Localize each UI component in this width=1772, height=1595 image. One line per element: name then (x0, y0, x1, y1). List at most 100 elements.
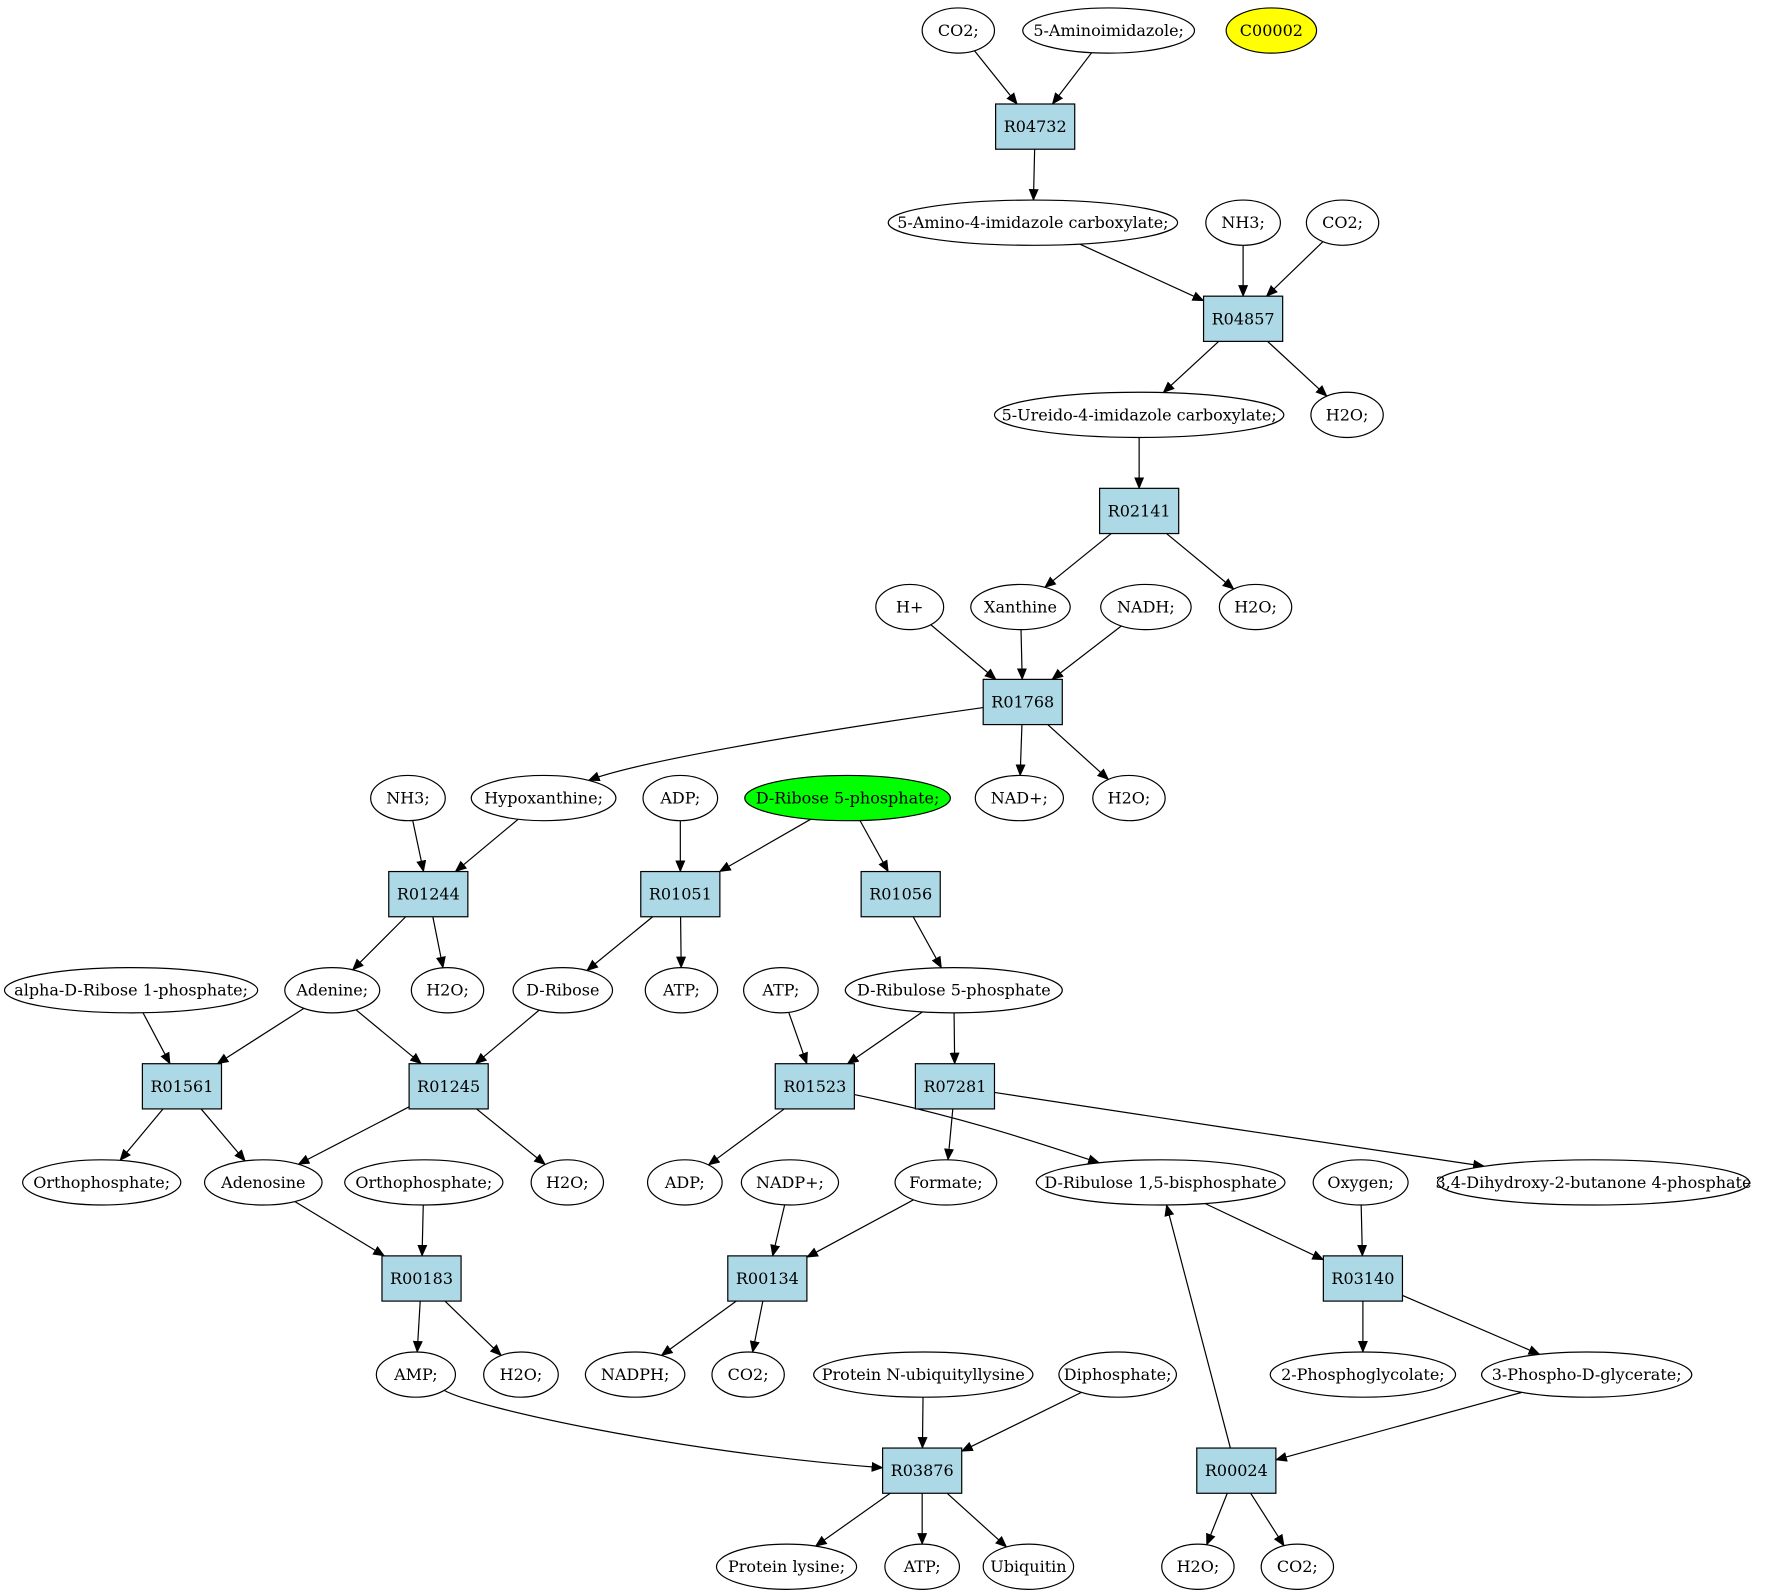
compound-ellipse (284, 967, 381, 1014)
reaction-node-R01245[interactable]: R01245 (408, 1063, 489, 1110)
reaction-node-R04857[interactable]: R04857 (1202, 295, 1284, 342)
compound-node-atp_a[interactable]: ATP; (644, 967, 719, 1014)
compound-node-h2o_b[interactable]: H2O; (1218, 583, 1293, 631)
node-label: NADP+; (756, 1173, 824, 1192)
compound-node-oxygen[interactable]: Oxygen; (1312, 1159, 1409, 1206)
compound-node-h2o_f[interactable]: H2O; (483, 1351, 559, 1398)
compound-ellipse (1218, 583, 1293, 631)
edge-R01561-to-ortho_a (119, 1108, 164, 1162)
node-label: Xanthine (984, 598, 1057, 617)
reaction-box (388, 870, 469, 918)
reaction-node-R00024[interactable]: R00024 (1196, 1447, 1277, 1494)
compound-node-h2o_e[interactable]: H2O; (530, 1159, 605, 1206)
compound-node-dhbp[interactable]: 3,4-Dihydroxy-2-butanone 4-phosphate (1435, 1159, 1751, 1206)
compound-node-h2o_c[interactable]: H2O; (1092, 774, 1166, 822)
edge-adenine-to-R01245 (355, 1009, 423, 1065)
compound-ellipse (844, 967, 1063, 1014)
compound-node-co2_top[interactable]: CO2; (921, 7, 996, 54)
node-label: C00002 (1240, 21, 1303, 40)
compound-node-nadh[interactable]: NADH; (1100, 583, 1192, 631)
reaction-node-R01561[interactable]: R01561 (141, 1063, 223, 1110)
node-label: NADH; (1117, 598, 1175, 617)
compound-node-hplus[interactable]: H+ (875, 583, 945, 631)
node-label: R03140 (1331, 1269, 1394, 1288)
reaction-node-R03876[interactable]: R03876 (882, 1447, 963, 1494)
compound-node-nadph[interactable]: NADPH; (584, 1351, 686, 1398)
reaction-node-R01056[interactable]: R01056 (860, 870, 941, 918)
compound-node-formate[interactable]: Formate; (894, 1159, 998, 1206)
compound-node-adenosine[interactable]: Adenosine (203, 1159, 323, 1206)
compound-node-c00002[interactable]: C00002 (1225, 7, 1318, 54)
compound-node-drubp[interactable]: D-Ribulose 1,5-bisphosphate (1035, 1159, 1286, 1206)
node-label: Adenosine (220, 1173, 305, 1192)
edge-nadh-to-R01768 (1051, 625, 1122, 680)
compound-node-pglycer[interactable]: 3-Phospho-D-glycerate; (1480, 1351, 1693, 1398)
compound-node-adp_b[interactable]: ADP; (646, 1159, 723, 1206)
compound-node-adr1p[interactable]: alpha-D-Ribose 1-phosphate; (3, 967, 259, 1014)
edge-adr1p-to-R01561 (142, 1012, 171, 1065)
edge-oxygen-to-R03140 (1357, 1204, 1368, 1257)
compound-node-nh3_b[interactable]: NH3; (370, 774, 446, 822)
edge-amp-to-R03876 (443, 1389, 884, 1472)
compound-node-plys[interactable]: Protein lysine; (715, 1543, 858, 1590)
node-label: R01768 (991, 692, 1054, 711)
compound-node-ureido[interactable]: 5-Ureido-4-imidazole carboxylate; (993, 391, 1285, 439)
compound-ellipse (715, 1543, 858, 1590)
compound-ellipse (470, 774, 617, 822)
compound-node-adp_a[interactable]: ADP; (642, 774, 719, 822)
reaction-node-R00183[interactable]: R00183 (381, 1255, 462, 1302)
reaction-node-R01051[interactable]: R01051 (640, 870, 721, 918)
compound-node-atp_b[interactable]: ATP; (743, 967, 819, 1014)
node-label: AMP; (393, 1365, 438, 1384)
compound-ellipse (982, 1543, 1075, 1590)
compound-ellipse (894, 1159, 998, 1206)
compound-node-atp_c[interactable]: ATP; (884, 1543, 961, 1590)
compound-node-h2o_a[interactable]: H2O; (1310, 391, 1384, 439)
edge-R01768-to-nadplus (1015, 724, 1026, 777)
compound-ellipse (993, 391, 1285, 439)
compound-node-dr5p[interactable]: D-Ribose 5-phosphate; (744, 774, 952, 822)
reaction-box (995, 103, 1076, 150)
reaction-box (774, 1063, 855, 1110)
compound-node-amino_carbox[interactable]: 5-Amino-4-imidazole carboxylate; (887, 199, 1179, 246)
compound-node-co2_b[interactable]: CO2; (1305, 199, 1380, 246)
compound-node-adenine[interactable]: Adenine; (284, 967, 381, 1014)
edge-R00183-to-h2o_f (444, 1300, 502, 1357)
compound-node-nadpplus[interactable]: NADP+; (740, 1159, 840, 1206)
edge-R01051-to-dribose (586, 916, 654, 972)
compound-node-pglyco[interactable]: 2-Phosphoglycolate; (1269, 1351, 1457, 1398)
reaction-node-R03140[interactable]: R03140 (1322, 1255, 1404, 1302)
reaction-node-R04732[interactable]: R04732 (995, 103, 1076, 150)
compound-node-diphos[interactable]: Diphosphate; (1058, 1351, 1178, 1398)
compound-ellipse (3, 967, 259, 1014)
compound-node-ortho_b[interactable]: Orthophosphate; (344, 1159, 504, 1206)
compound-node-co2_c[interactable]: CO2; (711, 1351, 785, 1398)
edge-dribose-to-R01245 (474, 1009, 540, 1065)
compound-node-hypox[interactable]: Hypoxanthine; (470, 774, 617, 822)
compound-node-ubiq[interactable]: Ubiquitin (982, 1543, 1075, 1590)
node-label: Hypoxanthine; (484, 789, 603, 808)
node-label: 2-Phosphoglycolate; (1281, 1365, 1445, 1384)
compound-node-ortho_a[interactable]: Orthophosphate; (22, 1159, 182, 1206)
edge-R04732-to-amino_carbox (1028, 149, 1039, 202)
reaction-node-R02141[interactable]: R02141 (1098, 487, 1180, 535)
reaction-node-R01768[interactable]: R01768 (982, 678, 1063, 726)
compound-node-pnul[interactable]: Protein N-ubiquityllysine (813, 1351, 1034, 1398)
compound-node-h2o_g[interactable]: H2O; (1161, 1543, 1235, 1590)
compound-node-co2_d[interactable]: CO2; (1260, 1543, 1335, 1590)
compound-node-nh3_a[interactable]: NH3; (1205, 199, 1282, 246)
compound-node-xanthine[interactable]: Xanthine (970, 583, 1071, 631)
compound-node-nadplus[interactable]: NAD+; (974, 774, 1065, 822)
node-label: Orthophosphate; (355, 1173, 492, 1192)
reaction-node-R00134[interactable]: R00134 (727, 1255, 808, 1302)
compound-node-dribose[interactable]: D-Ribose (512, 967, 614, 1014)
node-label: 5-Aminoimidazole; (1033, 21, 1184, 40)
compound-node-amp[interactable]: AMP; (375, 1351, 457, 1398)
compound-node-aminoimid[interactable]: 5-Aminoimidazole; (1022, 7, 1196, 54)
reaction-node-R01523[interactable]: R01523 (774, 1063, 855, 1110)
node-label: ADP; (664, 1173, 705, 1192)
compound-node-h2o_d[interactable]: H2O; (410, 967, 485, 1014)
reaction-node-R01244[interactable]: R01244 (388, 870, 469, 918)
reaction-node-R07281[interactable]: R07281 (914, 1063, 996, 1110)
compound-node-dru5p[interactable]: D-Ribulose 5-phosphate (844, 967, 1063, 1014)
